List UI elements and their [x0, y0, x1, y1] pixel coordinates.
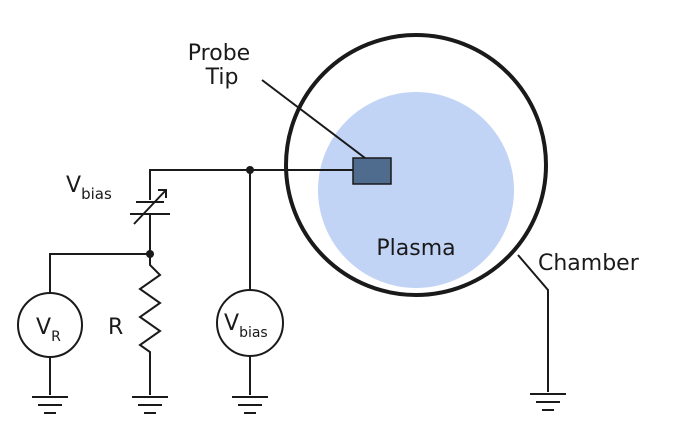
- vbias-meter-label: Vbias: [224, 311, 268, 341]
- chamber-label: Chamber: [538, 251, 640, 276]
- vbias-source-label-sub: bias: [81, 185, 112, 203]
- probe-label-line2: Tip: [205, 65, 239, 90]
- resistor-label: R: [108, 315, 123, 340]
- plasma-region: [318, 92, 514, 288]
- vbias-meter-label-main: V: [224, 311, 239, 336]
- ground-symbol-vbias: [232, 396, 268, 414]
- probe-tip: [352, 157, 392, 185]
- vr-meter-label-sub: R: [51, 329, 61, 345]
- chamber-ground-wire: [517, 254, 549, 392]
- chamber-wall: [284, 33, 548, 297]
- vr-meter-label-main: V: [36, 315, 51, 340]
- ground-symbol-vr: [32, 396, 68, 414]
- vr-meter-wire: [49, 253, 150, 294]
- vbias-source-label: Vbias: [66, 173, 112, 203]
- vbias-source-label-main: V: [66, 173, 81, 198]
- top-wire: [149, 169, 353, 200]
- plasma-label: Plasma: [376, 236, 455, 261]
- ground-symbol-resistor: [132, 396, 168, 414]
- vr-meter-label: VR: [36, 315, 61, 345]
- ground-symbol-chamber: [530, 393, 566, 411]
- vbias-meter-label-sub: bias: [239, 325, 268, 341]
- probe-label-line1: Probe: [188, 41, 250, 66]
- probe-tip-pointer: [261, 79, 366, 159]
- resistor: [138, 254, 162, 395]
- variable-bias-source: [130, 189, 170, 254]
